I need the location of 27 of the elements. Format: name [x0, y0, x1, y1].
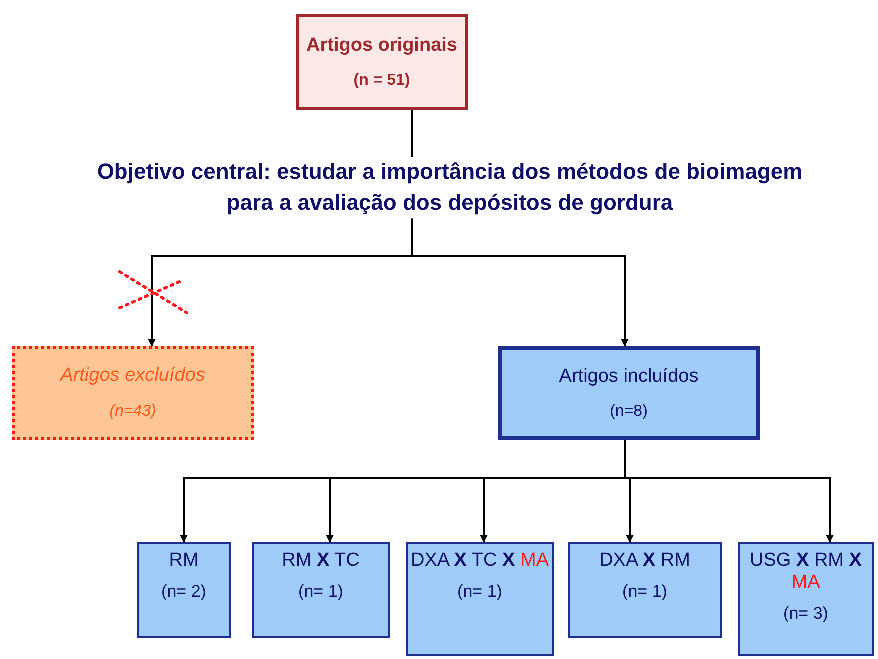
box-title: RM X TC: [282, 550, 360, 572]
box-title: DXA X TC X MA: [410, 550, 549, 572]
objective-text: Objetivo central: estudar a importância dos métodos de bioimagem para a avaliação dos depósitos de gordura: [96, 158, 804, 217]
count-label: (n= 1): [458, 582, 502, 602]
included-box: [498, 346, 760, 440]
category-box: [738, 542, 874, 656]
category-box: [568, 542, 722, 638]
box-title: Artigos incluídos: [559, 366, 699, 388]
count-label: (n=8): [610, 402, 648, 420]
count-label: (n= 1): [622, 582, 668, 602]
count-label: (n= 1): [298, 582, 344, 602]
count-label: (n=43): [110, 403, 156, 421]
box-title: Artigos excluídos: [60, 365, 206, 387]
count-label: (n = 51): [354, 72, 410, 90]
arrow: [411, 218, 629, 347]
box-title: DXA X RM: [600, 550, 690, 572]
box-title: RM: [169, 550, 199, 572]
box-title: Artigos originais: [306, 34, 458, 56]
excluded-box: [12, 346, 254, 440]
start-box: [296, 14, 468, 110]
category-box: [252, 542, 390, 638]
count-label: (n= 2): [162, 582, 206, 602]
category-box: [406, 542, 554, 656]
category-box: [137, 542, 231, 638]
box-title: USG X RM X MA: [749, 550, 863, 594]
count-label: (n= 3): [784, 604, 828, 624]
connector-line: [411, 110, 413, 158]
